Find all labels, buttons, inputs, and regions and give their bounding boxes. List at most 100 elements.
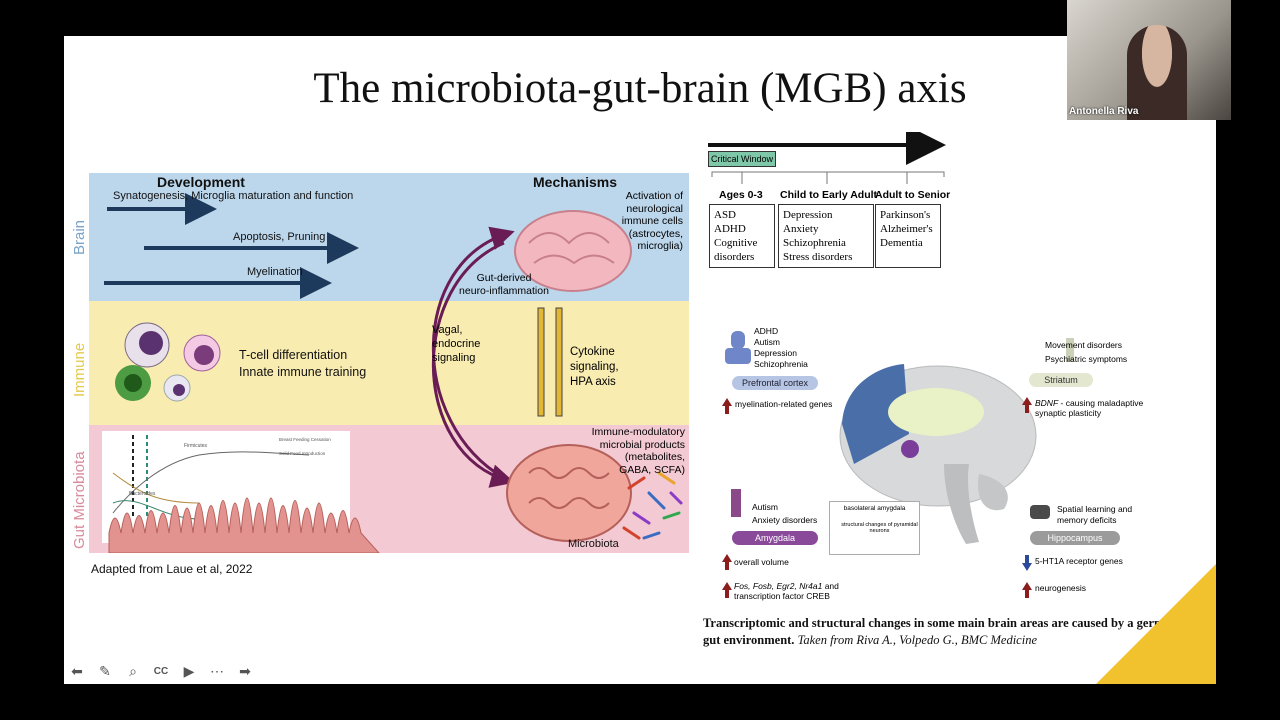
list-item: Cognitive (714, 237, 758, 249)
tl-head-adult: Adult to Senior (875, 189, 951, 201)
text-line: (astrocytes, (628, 227, 683, 240)
dev-item-myelination: Myelination (247, 266, 303, 278)
band-label-brain: Brain (71, 219, 88, 255)
text-line: Spatial learning and (1057, 504, 1133, 514)
microbiota-label: Microbiota (568, 538, 619, 550)
list-item: Depression (783, 209, 833, 221)
hippo-effect1: 5-HT1A receptor genes (1035, 556, 1123, 566)
tl-box-ages: ASD ADHD Cognitive disorders (709, 204, 775, 268)
amygdala-effect1: overall volume (734, 557, 789, 567)
forward-icon[interactable]: ➡ (239, 662, 251, 679)
text-line: HPA axis (570, 376, 616, 388)
slideshow-toolbar: ⬅ ✎ ⌕ CC ▶ ⋯ ➡ (66, 660, 256, 682)
text-italic: Fos, Fosb, Egr2, Nr4a1 (734, 581, 823, 591)
text-line: Gut-derived (476, 272, 532, 284)
header-development: Development (157, 174, 245, 190)
list-item: disorders (714, 251, 755, 263)
mini-chart-bacteroides: Bacteroides (129, 491, 156, 497)
band-label-immune: Immune (71, 342, 88, 397)
camera-icon[interactable]: ▶ (183, 662, 195, 679)
text-line: neuro-inflammation (459, 284, 549, 297)
caption-italic: Taken from Riva A., Volpedo G., BMC Medi… (797, 633, 1037, 647)
text-line: and transcription factor CREB (734, 581, 839, 601)
figure-caption: Adapted from Laue et al, 2022 (91, 562, 253, 576)
text-line: memory deficits (1057, 515, 1117, 525)
baso-title: basolateral amygdala (843, 505, 906, 512)
text-line: endocrine (432, 338, 481, 350)
list-item: Stress disorders (783, 251, 853, 263)
slide: The microbiota-gut-brain (MGB) axis Brai… (64, 36, 1216, 684)
participant-video[interactable]: Antonella Riva (1067, 0, 1231, 120)
immune-item-innate: Innate immune training (239, 365, 367, 379)
caption-bold: Transcriptomic and structural changes in… (703, 616, 1190, 647)
brain-areas-illustration (722, 331, 1074, 598)
text-line: microglia) (637, 240, 683, 252)
text-line: Schizophrenia (754, 359, 808, 369)
text-line: neurological (626, 202, 683, 215)
immune-item-tcell: T-cell differentiation (239, 348, 348, 362)
striatum-effect: BDNF - causing maladaptive synaptic plas… (1035, 398, 1165, 418)
timeline: Critical Window Ages 0-3 Child to Early … (704, 132, 1216, 392)
text-line: Activation of (625, 190, 683, 202)
amygdala-effect2: Fos, Fosb, Egr2, Nr4a1 and transcription… (734, 581, 874, 601)
pfc-label: Prefrontal cortex (732, 376, 818, 390)
band-label-gut: Gut Microbiota (71, 451, 88, 549)
list-item: Schizophrenia (783, 237, 846, 249)
mgb-figure: Brain Immune Gut Microbiota Development … (71, 173, 689, 553)
text-line: Movement disorders (1045, 340, 1123, 350)
header-mechanisms: Mechanisms (533, 174, 618, 190)
text-line: microbial products (599, 438, 685, 451)
timeline-arrows (708, 132, 946, 184)
amygdala-label: Amygdala (732, 531, 818, 545)
text-line: GABA, SCFA) (619, 463, 685, 476)
mini-chart-firmicutes: Firmicutes (184, 443, 208, 449)
dev-item-apoptosis: Apoptosis, Pruning (233, 231, 326, 243)
cc-icon[interactable]: CC (153, 665, 169, 677)
text-line: Depression (754, 348, 797, 358)
text-line: Anxiety disorders (752, 515, 818, 525)
text-line: Autism (752, 502, 778, 512)
text-line: signaling (432, 352, 476, 364)
slide-title: The microbiota-gut-brain (MGB) axis (313, 65, 967, 112)
text-line: ADHD (754, 326, 779, 336)
participant-avatar (1127, 25, 1187, 120)
text-line: Vagal, (432, 324, 463, 336)
mini-chart-legend-1: Breast Feeding Cessation (279, 437, 331, 442)
striatum-label: Striatum (1029, 373, 1093, 387)
mech-vagal: Vagal, endocrine signaling (432, 323, 480, 365)
list-item: ADHD (714, 223, 746, 235)
text-line: signaling, (570, 361, 619, 373)
figure-arrows (102, 193, 683, 553)
critical-window-label: Critical Window (708, 151, 776, 167)
list-item: Alzheimer's (880, 223, 933, 235)
text-line: - causing maladaptive synaptic plasticit… (1035, 398, 1144, 418)
text-line: (metabolites, (624, 451, 685, 463)
mini-chart-legend-2: Solid Food Introduction (279, 451, 326, 456)
corner-decoration (1096, 564, 1216, 684)
list-item: Dementia (880, 237, 923, 249)
hippo-label: Hippocampus (1030, 531, 1120, 545)
bottom-caption: Transcriptomic and structural changes in… (703, 615, 1203, 649)
text-line: Autism (754, 337, 780, 347)
dev-item-synaptogenesis: Synatogenesis, Microglia maturation and … (113, 190, 354, 202)
back-icon[interactable]: ⬅ (71, 662, 83, 679)
tl-head-child: Child to Early Adult (780, 189, 878, 201)
search-icon[interactable]: ⌕ (129, 662, 137, 679)
list-item: Parkinson's (880, 209, 931, 221)
text-italic: BDNF (1035, 398, 1059, 408)
pfc-effect: myelination-related genes (735, 399, 833, 409)
baso-desc: structural changes of pyramidal neurons (841, 522, 918, 534)
more-icon[interactable]: ⋯ (210, 662, 224, 679)
list-item: ASD (714, 209, 737, 221)
pen-icon[interactable]: ✎ (99, 662, 111, 679)
